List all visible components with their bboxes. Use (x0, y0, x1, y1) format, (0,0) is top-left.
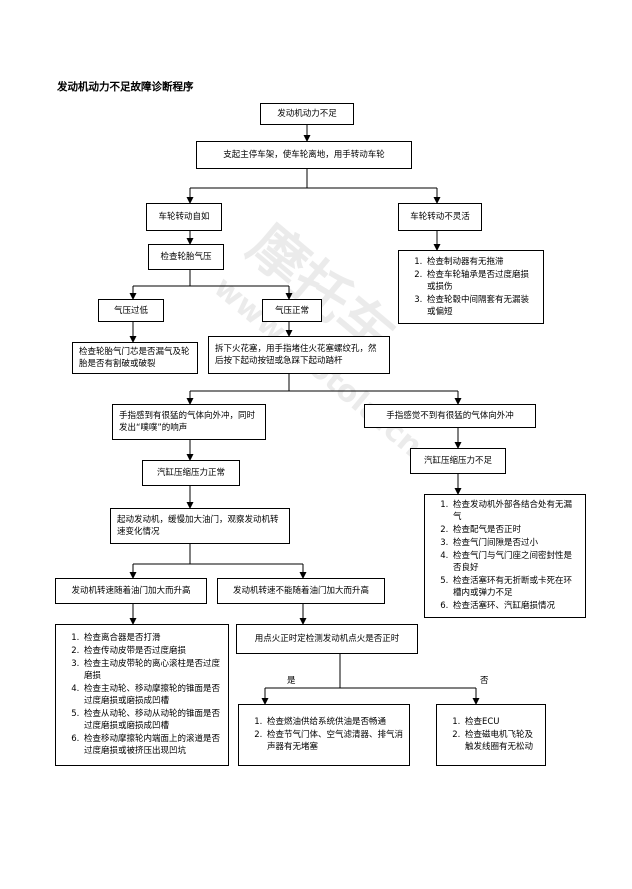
list-item: 检查移动摩擦轮内端面上的滚道是否过度磨损或被挤压出现凹坑 (82, 733, 222, 757)
node-start-engine: 起动发动机，缓慢加大油门，观察发动机转速变化情况 (110, 508, 290, 544)
node-support: 支起主停车架，使车轮离地，用手转动车轮 (196, 141, 412, 169)
node-yes-checks: 检查燃油供给系统供油是否畅通 检查节气门体、空气滤清器、排气消声器有无堵塞 (238, 704, 410, 766)
list-item: 检查气门间隙是否过小 (451, 537, 579, 549)
list-item: 检查从动轮、移动从动轮的锥面是否过度磨损或磨损成凹槽 (82, 708, 222, 732)
list-item: 检查车轮轴承是否过度磨损或损伤 (425, 269, 537, 293)
list-item: 检查离合器是否打滑 (82, 632, 222, 644)
node-strong-gas: 手指感到有很猛的气体向外冲，同时发出“噗噗”的响声 (112, 404, 266, 440)
list-item: 检查活塞环有无折断或卡死在环槽内或弹力不足 (451, 575, 579, 599)
node-remove-plug: 拆下火花塞，用手指堵住火花塞螺纹孔，然后按下起动按钮或急踩下起动踏杆 (208, 336, 390, 374)
node-comp-low: 汽缸压缩压力不足 (410, 448, 506, 474)
list-item: 检查制动器有无拖滞 (425, 256, 537, 268)
list-item: 检查传动皮带是否过度磨损 (82, 645, 222, 657)
node-no-checks: 检查ECU 检查磁电机飞轮及触发线圈有无松动 (436, 704, 546, 766)
node-rpm-up-checks: 检查离合器是否打滑 检查传动皮带是否过度磨损 检查主动皮带轮的离心滚柱是否过度磨… (55, 624, 229, 766)
yes-label: 是 (287, 676, 296, 686)
list-item: 检查主动皮带轮的离心滚柱是否过度磨损 (82, 658, 222, 682)
node-check-valve: 检查轮胎气门芯是否漏气及轮胎是否有割破或破裂 (72, 342, 198, 374)
node-timing: 用点火正时定检测发动机点火是否正时 (236, 624, 418, 654)
node-pressure-low: 气压过低 (98, 299, 164, 322)
list-item: 检查气门与气门座之间密封性是否良好 (451, 550, 579, 574)
node-check-tire: 检查轮胎气压 (148, 244, 224, 270)
list-item: 检查配气是否正时 (451, 524, 579, 536)
node-comp-low-checks: 检查发动机外部各结合处有无漏气 检查配气是否正时 检查气门间隙是否过小 检查气门… (424, 494, 586, 618)
node-comp-ok: 汽缸压缩压力正常 (142, 460, 240, 486)
list-item: 检查节气门体、空气滤清器、排气消声器有无堵塞 (265, 729, 403, 753)
list-item: 检查ECU (463, 716, 539, 728)
node-wheel-bad: 车轮转动不灵活 (398, 203, 482, 231)
no-label: 否 (480, 676, 489, 686)
list-item: 检查轮毂中间隔套有无漏装或偏短 (425, 294, 537, 318)
node-weak-gas: 手指感觉不到有很猛的气体向外冲 (364, 404, 536, 428)
list-item: 检查磁电机飞轮及触发线圈有无松动 (463, 729, 539, 753)
node-rpm-up: 发动机转速随着油门加大而升高 (55, 578, 207, 604)
node-rpm-not-up: 发动机转速不能随着油门加大而升高 (217, 578, 385, 604)
list-item: 检查发动机外部各结合处有无漏气 (451, 499, 579, 523)
node-wheel-ok: 车轮转动自如 (146, 203, 222, 231)
node-start: 发动机动力不足 (260, 103, 354, 125)
list-item: 检查主动轮、移动摩擦轮的锥面是否过度磨损或磨损成凹槽 (82, 683, 222, 707)
list-item: 检查燃油供给系统供油是否畅通 (265, 716, 403, 728)
node-wheel-bad-checks: 检查制动器有无拖滞 检查车轮轴承是否过度磨损或损伤 检查轮毂中间隔套有无漏装或偏… (398, 250, 544, 324)
page-title: 发动机动力不足故障诊断程序 (57, 81, 194, 93)
list-item: 检查活塞环、汽缸磨损情况 (451, 600, 579, 612)
node-pressure-ok: 气压正常 (262, 299, 322, 322)
